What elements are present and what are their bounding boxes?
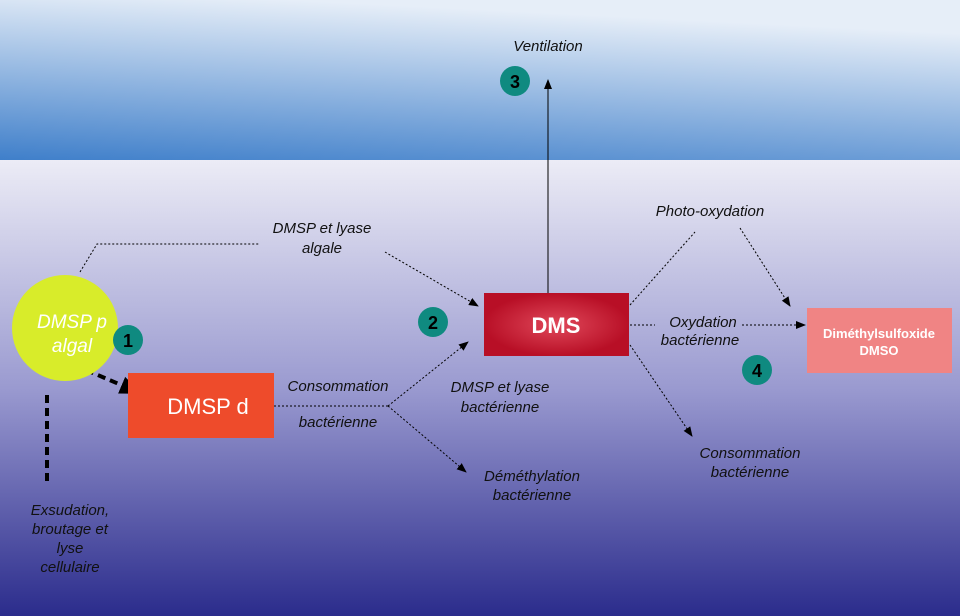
label-lyase-bact-1: DMSP et lyase [451,379,550,396]
arrow-to-dms-algale [384,251,479,307]
label-lyase-algale-1: DMSP et lyase [273,220,372,237]
label-consommation-2a: Consommation [700,445,801,462]
label-exsudation-4: cellulaire [40,559,99,576]
algal-cell [12,275,118,381]
arrow-algal-dmspd [85,368,142,395]
dmso-label-2: DMSO [860,343,899,358]
dmso-box [807,308,952,373]
label-lyase-algale-2: algale [302,240,342,257]
badge-1: 1 [123,331,133,351]
label-demethylation-2: bactérienne [493,487,571,504]
label-demethylation-1: Déméthylation [484,468,580,485]
dmsp-d-label: DMSP d [167,394,249,419]
label-photo: Photo-oxydation [656,203,764,220]
label-exsudation-1: Exsudation, [31,502,109,519]
badge-3: 3 [510,72,520,92]
badge-2: 2 [428,313,438,333]
label-consommation-2b: bactérienne [711,464,789,481]
label-consommation-1: Consommation [288,378,389,395]
badges: 1 2 3 4 [113,66,772,385]
label-exsudation-2: broutage et [32,521,109,538]
label-oxydation-1: Oxydation [669,314,737,331]
arrow-photo-dmso [739,227,791,307]
label-oxydation-2: bactérienne [661,332,739,349]
dmsp-d-box [128,373,274,438]
dms-box [484,293,629,356]
label-bacterienne-1: bactérienne [299,414,377,431]
arrow-lyase-bact [387,341,469,407]
dmso-label-1: Diméthylsulfoxide [823,326,935,341]
label-exsudation-3: lyse [57,540,84,557]
arrow-demethylation [387,405,467,473]
label-lyase-bact-2: bactérienne [461,399,539,416]
atmosphere [0,0,960,160]
label-ventilation: Ventilation [513,38,583,55]
line-photo [629,231,696,306]
algal-label-2: algal [52,336,93,357]
algal-label-1: DMSP p [37,312,107,333]
arrows [45,79,806,485]
arrow-lyase-algale [79,243,260,273]
badge-4: 4 [752,361,762,381]
dms-label: DMS [532,313,581,338]
